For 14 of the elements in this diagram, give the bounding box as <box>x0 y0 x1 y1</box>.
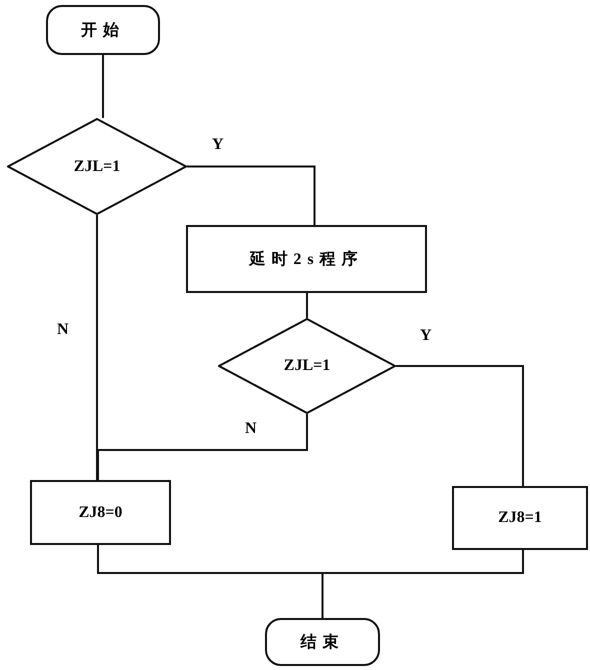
connector-line <box>396 365 524 486</box>
decision-diamond: ZJL=1 <box>7 118 187 215</box>
process-box: ZJ8=1 <box>452 486 588 550</box>
connector-line <box>97 414 308 480</box>
decision-diamond: ZJL=1 <box>218 318 396 414</box>
connector-line <box>96 215 98 480</box>
terminal-box: 结束 <box>265 618 380 666</box>
connector-line <box>187 166 316 225</box>
connector-line <box>306 293 308 318</box>
process-box: 延时2s程序 <box>186 225 427 293</box>
connector-line <box>102 55 104 118</box>
process-box: ZJ8=0 <box>30 480 171 545</box>
connector-line <box>322 550 524 618</box>
terminal-box: 开始 <box>46 5 160 55</box>
